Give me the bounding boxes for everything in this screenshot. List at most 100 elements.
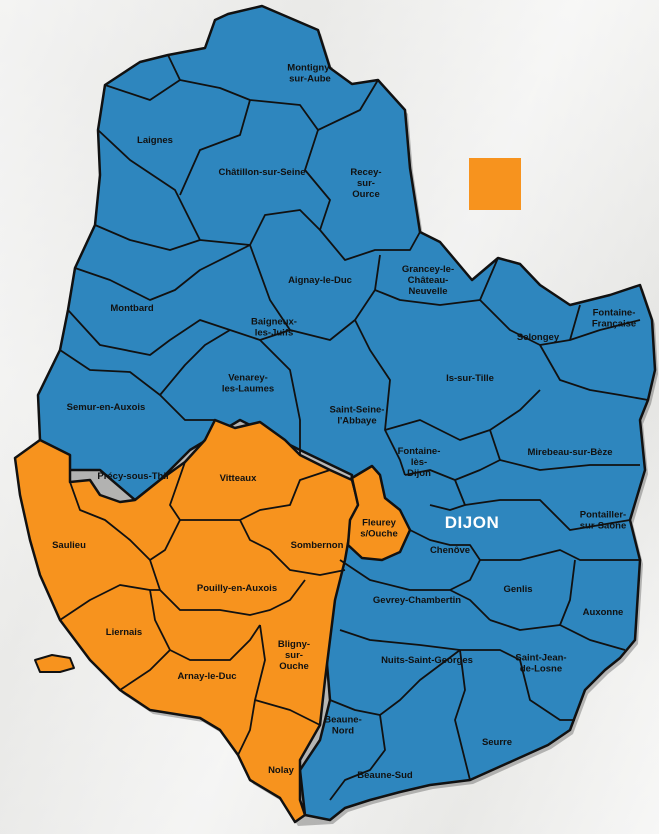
dijon-label-group: DIJON <box>445 513 499 532</box>
canton-label-line: sur-Aube <box>289 74 331 85</box>
canton-label-line: Neuvelle <box>408 286 447 297</box>
map-labels: Montigny-sur-AubeLaignesChâtillon-sur-Se… <box>52 63 636 782</box>
map-orange-area <box>13 418 362 824</box>
canton-label-line: Beaune- <box>324 715 361 726</box>
canton-label-line: Nuits-Saint-Georges <box>381 655 473 666</box>
canton-label: Bligny-sur-Ouche <box>278 639 310 672</box>
canton-label: Venarey-les-Laumes <box>222 373 274 395</box>
canton-label-line: Châtillon-sur-Seine <box>218 167 305 178</box>
canton-label-line: Gevrey-Chambertin <box>373 595 461 606</box>
canton-borders <box>59 54 649 801</box>
canton-label-line: Seurre <box>482 737 512 748</box>
canton-label-line: Bligny- <box>278 639 310 650</box>
canton-label-line: Précy-sous-Thil <box>97 471 168 482</box>
canton-label-line: Vitteaux <box>220 473 258 484</box>
canton-label-line: sur-Saône <box>580 521 626 532</box>
canton-label-line: Fleurey <box>362 518 397 529</box>
canton-label-line: sur- <box>357 178 375 189</box>
canton-label-line: Pontailler- <box>580 510 626 521</box>
canton-label-line: Venarey- <box>228 373 268 384</box>
canton-label: Recey-sur-Ource <box>350 167 381 200</box>
canton-label-line: Semur-en-Auxois <box>67 402 146 413</box>
canton-label-line: Genlis <box>503 584 532 595</box>
canton-label-line: Fontaine- <box>398 446 441 457</box>
canton-label: Genlis <box>503 584 532 595</box>
canton-label-line: Montigny- <box>287 63 332 74</box>
canton-label-line: Baigneux- <box>251 317 297 328</box>
canton-label-line: Saint-Jean- <box>515 653 566 664</box>
canton-label-line: Beaune-Sud <box>357 770 413 781</box>
canton-label-line: s/Ouche <box>360 529 398 540</box>
canton-label-line: Sombernon <box>291 540 344 551</box>
canton-label: Nolay <box>268 765 295 776</box>
canton-label-line: Recey- <box>350 167 381 178</box>
canton-label-line: sur- <box>285 650 303 661</box>
canton-label: Semur-en-Auxois <box>67 402 146 413</box>
canton-label-line: Auxonne <box>583 607 624 618</box>
canton-label: Gevrey-Chambertin <box>373 595 461 606</box>
canton-label: Pouilly-en-Auxois <box>197 583 277 594</box>
canton-label-line: Ouche <box>279 661 309 672</box>
canton-label: Châtillon-sur-Seine <box>218 167 305 178</box>
canton-label: Précy-sous-Thil <box>97 471 168 482</box>
canton-label: Aignay-le-Duc <box>288 275 352 286</box>
canton-label: Montigny-sur-Aube <box>287 63 332 85</box>
canton-label: Is-sur-Tille <box>446 373 494 384</box>
canton-label-line: Saulieu <box>52 540 86 551</box>
map-regions <box>13 4 658 826</box>
canton-label-line: Grancey-le- <box>402 264 454 275</box>
canton-label: Vitteaux <box>220 473 258 484</box>
canton-label-line: Château- <box>408 275 449 286</box>
canton-label: Pontailler-sur-Saône <box>580 510 626 532</box>
legend-swatch <box>469 158 521 210</box>
canton-label-line: Française <box>592 319 636 330</box>
canton-label: Grancey-le-Château-Neuvelle <box>402 264 454 297</box>
map-exclave <box>34 654 75 673</box>
canton-label-line: Nolay <box>268 765 295 776</box>
canton-label-line: l'Abbaye <box>337 416 376 427</box>
canton-label: Chenôve <box>430 545 470 556</box>
canton-label: Seurre <box>482 737 512 748</box>
canton-label-line: Arnay-le-Duc <box>177 671 236 682</box>
canton-label: Fontaine-lès-Dijon <box>398 446 441 479</box>
dijon-label: DIJON <box>445 513 499 532</box>
canton-label: Saint-Seine-l'Abbaye <box>330 405 385 427</box>
canton-label-line: les-Juifs <box>255 328 294 339</box>
canton-label: Selongey <box>517 332 560 343</box>
canton-label: Liernais <box>106 627 142 638</box>
map-fleurey-area <box>346 464 412 562</box>
canton-label-line: Pouilly-en-Auxois <box>197 583 277 594</box>
canton-label: Sombernon <box>291 540 344 551</box>
canton-label: Mirebeau-sur-Bèze <box>528 447 613 458</box>
canton-label-line: Dijon <box>407 468 431 479</box>
canton-label: Arnay-le-Duc <box>177 671 236 682</box>
canton-label: Saint-Jean-de-Losne <box>515 653 566 675</box>
canton-label-line: Fontaine- <box>593 308 636 319</box>
canton-label: Baigneux-les-Juifs <box>251 317 297 339</box>
canton-label-line: Ource <box>352 189 379 200</box>
canton-label-line: Is-sur-Tille <box>446 373 494 384</box>
canton-label-line: Selongey <box>517 332 560 343</box>
canton-label-line: Chenôve <box>430 545 470 556</box>
canton-label: Auxonne <box>583 607 624 618</box>
canton-label: Saulieu <box>52 540 86 551</box>
canton-label: Laignes <box>137 135 173 146</box>
map-blue-area <box>36 4 657 822</box>
canton-label-line: Nord <box>332 726 354 737</box>
canton-label-line: Laignes <box>137 135 173 146</box>
canton-label-line: Montbard <box>110 303 153 314</box>
canton-label-line: de-Losne <box>520 664 562 675</box>
canton-label: Montbard <box>110 303 153 314</box>
canton-label-line: Saint-Seine- <box>330 405 385 416</box>
canton-label: Beaune-Sud <box>357 770 413 781</box>
canton-label-line: Mirebeau-sur-Bèze <box>528 447 613 458</box>
canton-label-line: Aignay-le-Duc <box>288 275 352 286</box>
canton-label-line: Liernais <box>106 627 142 638</box>
canton-label-line: les-Laumes <box>222 384 274 395</box>
canton-label: Fontaine-Française <box>592 308 636 330</box>
canton-label: Beaune-Nord <box>324 715 361 737</box>
canton-label: Nuits-Saint-Georges <box>381 655 473 666</box>
canton-label-line: lès- <box>411 457 427 468</box>
